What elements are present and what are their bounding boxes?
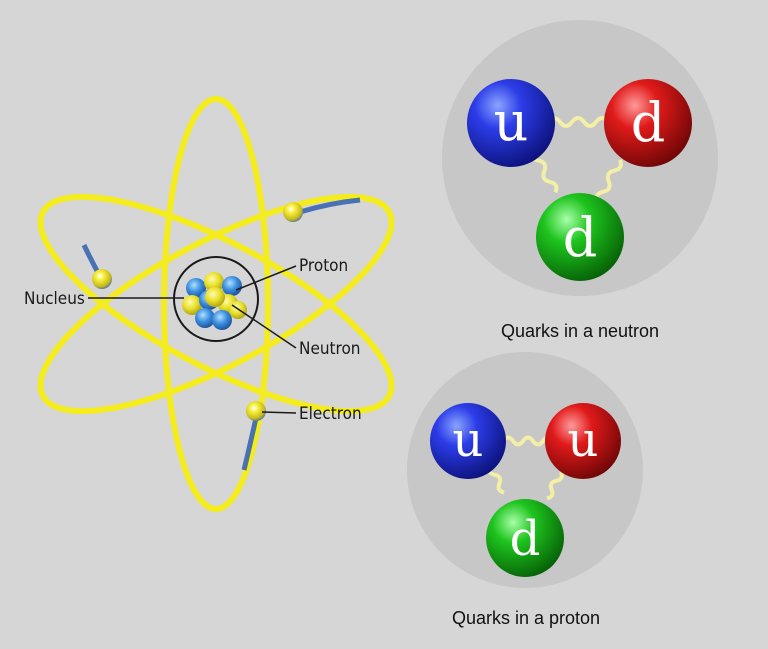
orbit-vertical xyxy=(161,96,271,512)
quark-letter: u xyxy=(453,412,484,468)
electron-leader xyxy=(261,411,297,414)
quark-up: u xyxy=(545,403,621,479)
atom-diagram: Nucleus Proton Neutron Electron xyxy=(24,96,395,512)
nucleus xyxy=(173,256,259,342)
proton-caption: Quarks in a proton xyxy=(452,608,600,628)
electron-trail xyxy=(299,197,361,215)
quark-up: u xyxy=(467,79,555,167)
neutron-leader xyxy=(231,304,297,349)
electron-particle xyxy=(283,202,303,222)
quark-down: d xyxy=(486,499,564,577)
orbit-tilted-left xyxy=(37,193,395,415)
proton-label: Proton xyxy=(299,256,348,276)
quark-letter: u xyxy=(494,90,529,153)
neutron-quark-panel: u d d Quarks in a neutron xyxy=(442,20,718,341)
neutron-label: Neutron xyxy=(299,339,361,359)
quark-letter: d xyxy=(510,511,541,567)
quark-down: d xyxy=(536,193,624,281)
proton-quark-panel: u u d Quarks in a proton xyxy=(407,352,643,628)
quark-letter: d xyxy=(563,206,598,269)
quark-up: u xyxy=(430,403,506,479)
gluon-line xyxy=(594,159,623,204)
electron-particle xyxy=(246,401,266,421)
electron-particle xyxy=(92,269,112,289)
nucleus-label: Nucleus xyxy=(24,289,85,309)
proton-leader xyxy=(235,265,297,291)
electron-trail xyxy=(241,417,259,471)
orbit-tilted-right xyxy=(37,193,395,415)
gluon-line xyxy=(501,435,555,447)
neutron-caption: Quarks in a neutron xyxy=(501,321,659,341)
gluon-line xyxy=(546,471,564,501)
electron-label: Electron xyxy=(299,404,362,424)
quark-letter: d xyxy=(631,91,666,154)
quark-letter: u xyxy=(568,412,599,468)
quark-down: d xyxy=(604,79,692,167)
